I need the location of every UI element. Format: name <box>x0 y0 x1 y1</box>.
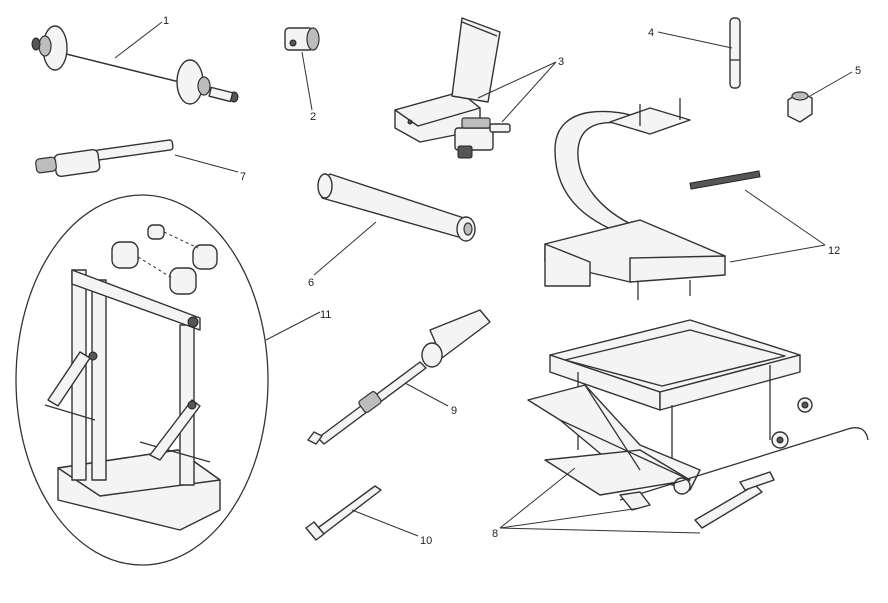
callout-4: 4 <box>648 27 654 39</box>
part-1-shaft-puller <box>31 25 239 105</box>
part-11-stand <box>15 194 269 566</box>
callout-1: 1 <box>163 15 169 27</box>
callout-9: 9 <box>451 405 457 417</box>
callout-10: 10 <box>420 535 432 547</box>
part-8-jack <box>527 319 869 529</box>
callout-7: 7 <box>240 171 246 183</box>
leader-lines <box>114 21 853 537</box>
callout-8: 8 <box>492 528 498 540</box>
callout-12: 12 <box>828 245 840 257</box>
part-12-bracket <box>544 98 761 300</box>
callout-labels: 1 2 3 4 5 6 7 8 9 10 11 12 <box>163 15 861 547</box>
part-3-case-and-gauge <box>394 17 511 159</box>
callout-5: 5 <box>855 65 861 77</box>
part-7-drift <box>35 139 174 178</box>
callout-11: 11 <box>320 309 331 321</box>
callout-2: 2 <box>310 111 316 123</box>
part-4-pin <box>729 17 741 89</box>
callout-6: 6 <box>308 277 314 289</box>
part-10-wrench <box>305 485 382 541</box>
part-9-adjuster <box>307 309 491 445</box>
part-6-roller <box>317 173 476 242</box>
part-5-nut <box>787 91 813 123</box>
part-2-bushing <box>284 27 320 51</box>
callout-3: 3 <box>558 56 564 68</box>
